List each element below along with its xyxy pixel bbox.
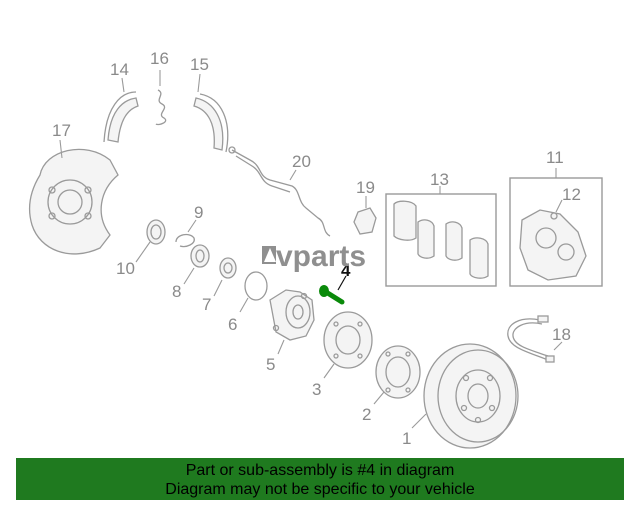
part-2-spacer: 2 xyxy=(362,345,421,424)
part-8-bearing: 8 xyxy=(172,244,210,301)
lvp-logo-mark-icon xyxy=(262,246,276,264)
callout-3: 3 xyxy=(312,380,321,399)
callout-10: 10 xyxy=(116,259,135,278)
callout-6: 6 xyxy=(228,315,237,334)
part-7-seal: 7 xyxy=(202,257,237,314)
callout-19: 19 xyxy=(356,178,375,197)
callout-2: 2 xyxy=(362,405,371,424)
part-11-caliper-assembly: 11 12 xyxy=(509,148,603,287)
callout-18: 18 xyxy=(552,325,571,344)
part-15-brake-shoe: 15 xyxy=(190,55,229,153)
banner-line-1: Part or sub-assembly is #4 in diagram xyxy=(185,462,455,479)
part-13-brake-pad-kit: 13 xyxy=(385,170,497,287)
part-18-brake-hose: 18 xyxy=(507,315,571,363)
callout-12: 12 xyxy=(562,185,581,204)
part-19-abs-sensor: 19 xyxy=(353,178,377,235)
part-9-snap-ring: 9 xyxy=(175,203,203,248)
callout-15: 15 xyxy=(190,55,209,74)
part-6-o-ring: 6 xyxy=(228,271,268,334)
callout-8: 8 xyxy=(172,282,181,301)
parts-diagram: 17 14 16 15 20 19 xyxy=(28,49,603,449)
info-banner: Part or sub-assembly is #4 in diagram Di… xyxy=(16,458,624,500)
callout-9: 9 xyxy=(194,203,203,222)
banner-line-2: Diagram may not be specific to your vehi… xyxy=(165,481,475,498)
part-1-brake-rotor: 1 xyxy=(402,343,519,449)
watermark-text: vparts xyxy=(276,240,366,273)
callout-20: 20 xyxy=(292,152,311,171)
part-16-spring: 16 xyxy=(150,49,169,126)
callout-16: 16 xyxy=(150,49,169,68)
part-3-dust-shield: 3 xyxy=(312,311,373,399)
callout-7: 7 xyxy=(202,295,211,314)
callout-17: 17 xyxy=(52,121,71,140)
callout-13: 13 xyxy=(430,170,449,189)
callout-14: 14 xyxy=(110,60,129,79)
callout-11: 11 xyxy=(546,148,564,167)
part-10-seal: 10 xyxy=(116,219,166,278)
part-17-backing-plate: 17 xyxy=(28,121,119,255)
part-4-hub-bolt-highlighted: 4 xyxy=(319,261,351,305)
watermark: vparts xyxy=(262,240,366,273)
part-14-brake-shoe: 14 xyxy=(103,60,139,143)
part-20-abs-sensor-wire: 20 xyxy=(228,146,331,237)
callout-1: 1 xyxy=(402,429,411,448)
callout-4: 4 xyxy=(341,261,351,280)
part-5-hub: 5 xyxy=(266,289,315,374)
callout-5: 5 xyxy=(266,355,275,374)
